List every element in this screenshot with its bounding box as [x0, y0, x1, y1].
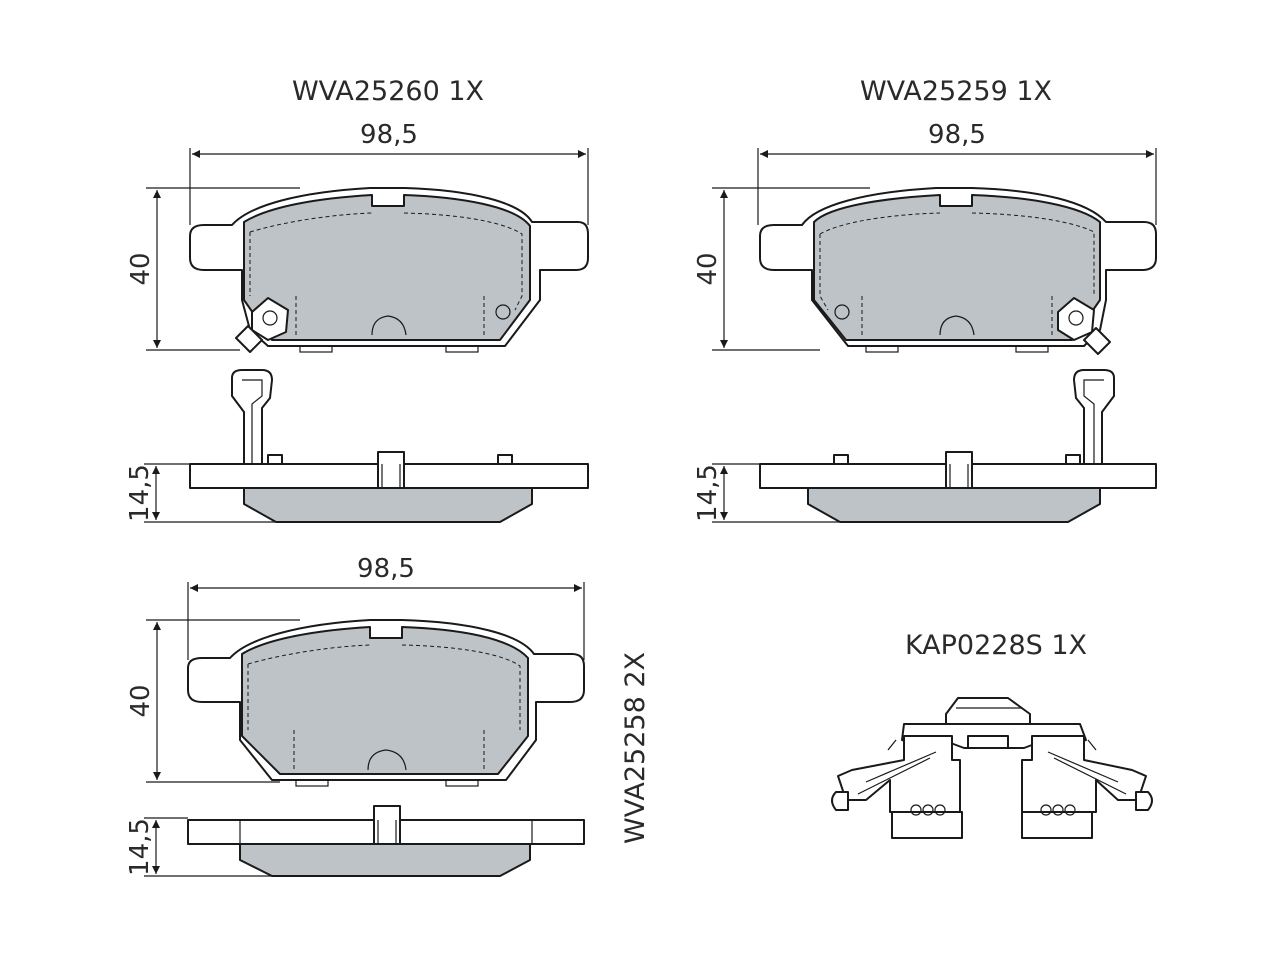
- kit-bridge: [945, 697, 1031, 725]
- kit-clip-right-base: [1021, 811, 1093, 839]
- width-value: 98,5: [928, 120, 986, 150]
- pad-wva25260: WVA25260 1X 98,5 40 14,5: [125, 76, 589, 523]
- width-value: 98,5: [357, 554, 415, 584]
- part-label-kap0228s: KAP0228S 1X: [905, 630, 1087, 661]
- friction-material: [813, 194, 1101, 341]
- height-value: 40: [126, 252, 156, 285]
- thickness-value: 14,5: [125, 818, 155, 876]
- pad-wva25258: 98,5 40 WVA25258 2X 14,5: [125, 554, 651, 877]
- wear-sensor-tip: [1083, 327, 1111, 355]
- width-value: 98,5: [360, 120, 418, 150]
- friction-material: [243, 194, 531, 341]
- kit-clip-right: [1021, 735, 1153, 839]
- kit-clip-left: [831, 735, 963, 839]
- part-label-wva25258: WVA25258 2X: [620, 652, 651, 844]
- friction-material: [241, 626, 529, 775]
- wear-sensor-tip: [235, 325, 263, 353]
- thickness-value: 14,5: [693, 464, 723, 522]
- friction-material-side: [807, 487, 1101, 523]
- kit-clip-left-base: [891, 811, 963, 839]
- friction-material-side: [239, 843, 531, 877]
- part-label-wva25259: WVA25259 1X: [860, 76, 1052, 107]
- thickness-value: 14,5: [125, 464, 155, 522]
- friction-material-side: [243, 487, 533, 523]
- accessory-kit-kap0228s: KAP0228S 1X: [831, 630, 1153, 839]
- part-label-wva25260: WVA25260 1X: [292, 76, 484, 107]
- pad-wva25259: WVA25259 1X 98,5 40 14,5: [693, 76, 1157, 523]
- height-value: 40: [126, 684, 156, 717]
- height-value: 40: [693, 252, 723, 285]
